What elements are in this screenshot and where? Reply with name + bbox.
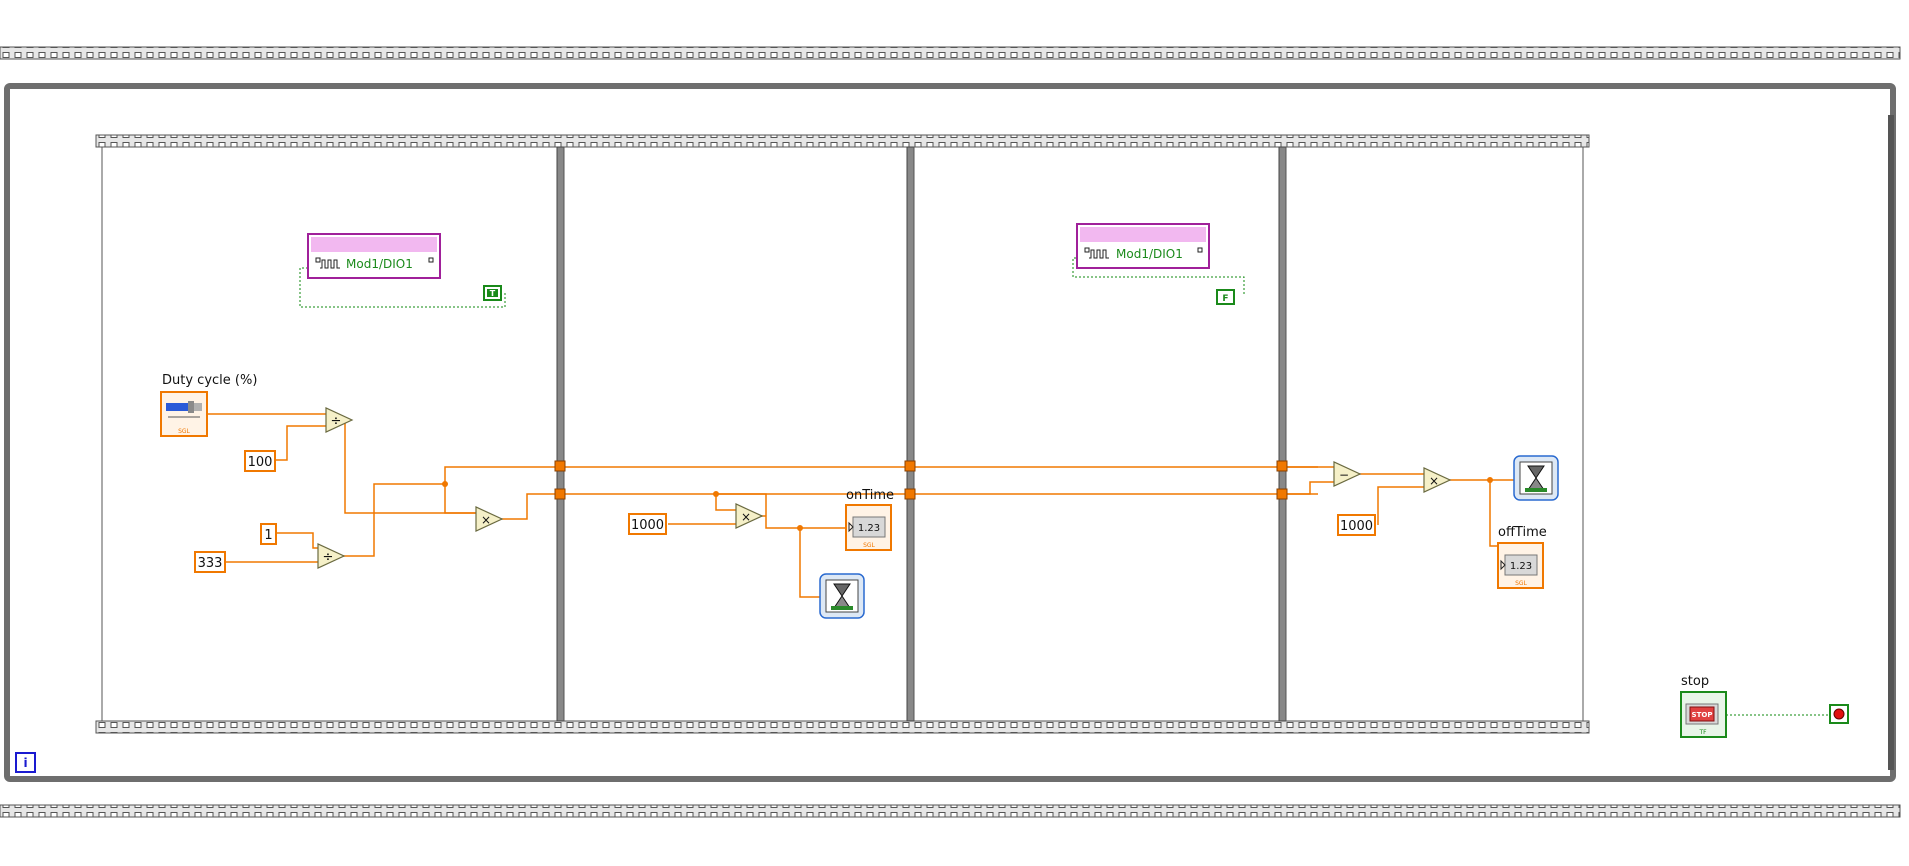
outer-sequence-top-border (0, 46, 1901, 60)
constant-1000-b[interactable]: 1000 (1337, 514, 1376, 536)
constant-1[interactable]: 1 (260, 523, 277, 545)
svg-text:1: 1 (264, 528, 272, 543)
wait-ms-node-2[interactable] (1513, 455, 1559, 501)
numeric-wires[interactable] (207, 413, 1514, 598)
svg-text:STOP: STOP (1692, 711, 1713, 719)
daq-channel-label: Mod1/DIO1 (346, 257, 413, 271)
iteration-terminal[interactable]: i (15, 752, 36, 773)
multiply-node-2[interactable]: × (735, 503, 764, 529)
on-time-indicator[interactable]: 1.23 SGL (845, 504, 892, 551)
boolean-true-constant[interactable]: T (483, 285, 502, 301)
svg-text:F: F (1222, 294, 1228, 304)
stop-label: stop (1681, 674, 1709, 689)
stop-condition-icon (1833, 708, 1845, 720)
multiply-node-1[interactable]: × (475, 506, 504, 532)
svg-text:333: 333 (198, 556, 223, 571)
daq-write-node-1[interactable]: Mod1/DIO1 (307, 233, 441, 279)
constant-333[interactable]: 333 (194, 551, 226, 573)
pulse-train-icon (1089, 249, 1109, 259)
pulse-train-icon (320, 259, 340, 269)
frame-divider (556, 146, 565, 722)
svg-text:×: × (1429, 474, 1439, 488)
svg-text:100: 100 (248, 455, 273, 470)
svg-text:SGL: SGL (178, 428, 190, 435)
wire-junctions (442, 477, 1493, 531)
svg-text:1.23: 1.23 (1510, 561, 1532, 572)
hourglass-icon (1525, 465, 1547, 492)
on-time-label: onTime (846, 488, 894, 503)
divide-node-1[interactable]: ÷ (325, 407, 354, 433)
svg-text:SGL: SGL (863, 542, 875, 549)
svg-text:×: × (481, 513, 491, 527)
stop-condition-terminal[interactable] (1829, 704, 1849, 724)
off-time-indicator[interactable]: 1.23 SGL (1497, 542, 1544, 589)
frame-divider (906, 146, 915, 722)
sequence-tunnels[interactable] (554, 460, 1288, 500)
duty-cycle-control[interactable]: SGL (160, 391, 208, 437)
daq-channel-label: Mod1/DIO1 (1116, 247, 1183, 261)
svg-text:T: T (490, 289, 496, 298)
while-loop[interactable] (4, 83, 1896, 782)
outer-sequence-bottom-border (0, 804, 1901, 818)
frame-divider (1278, 146, 1287, 722)
constant-1000-a[interactable]: 1000 (628, 513, 667, 535)
sequence-frame-4[interactable] (1285, 146, 1584, 722)
daq-write-node-2[interactable]: Mod1/DIO1 (1076, 223, 1210, 269)
svg-text:TF: TF (1698, 729, 1707, 736)
multiply-node-3[interactable]: × (1423, 467, 1452, 493)
svg-text:÷: ÷ (331, 414, 342, 429)
svg-text:SGL: SGL (1515, 580, 1527, 587)
constant-100[interactable]: 100 (244, 450, 276, 472)
boolean-false-constant[interactable]: F (1216, 289, 1235, 305)
svg-text:1000: 1000 (631, 518, 664, 533)
slider-icon (166, 401, 202, 418)
iteration-terminal-icon: i (23, 756, 27, 770)
hourglass-icon (831, 583, 853, 610)
svg-text:×: × (741, 510, 751, 524)
svg-text:1.23: 1.23 (858, 523, 880, 534)
svg-text:÷: ÷ (323, 550, 334, 565)
stop-button-terminal[interactable]: STOP TF (1680, 691, 1727, 738)
wait-ms-node-1[interactable] (819, 573, 865, 619)
inner-sequence-top-border (95, 134, 1590, 148)
sequence-frame-2[interactable] (563, 146, 908, 722)
divide-node-2[interactable]: ÷ (317, 543, 346, 569)
duty-cycle-label: Duty cycle (%) (162, 373, 257, 388)
inner-sequence-bottom-border (95, 720, 1590, 734)
subtract-node[interactable]: − (1333, 461, 1362, 487)
svg-text:−: − (1339, 468, 1349, 482)
svg-text:1000: 1000 (1340, 519, 1373, 534)
off-time-label: offTime (1498, 525, 1547, 540)
